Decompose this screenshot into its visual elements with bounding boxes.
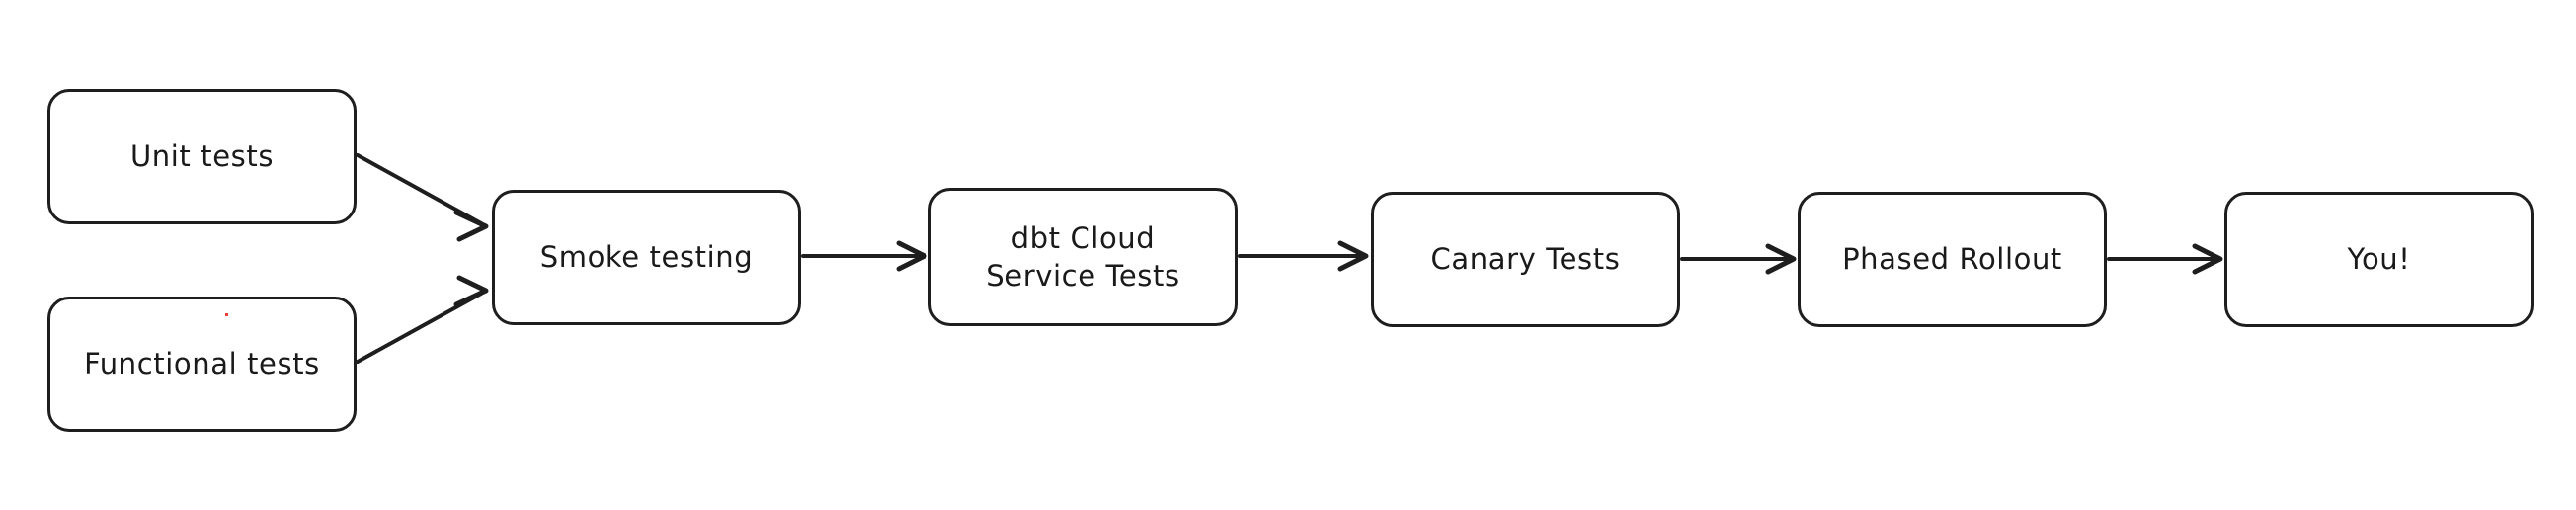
edge-smoke-testing-to-dbt-cloud-service-tests <box>801 240 927 272</box>
node-smoke-testing[interactable]: Smoke testing <box>492 190 801 325</box>
node-unit-tests[interactable]: Unit tests <box>47 89 357 224</box>
edge-canary-tests-to-phased-rollout <box>1680 243 1797 275</box>
node-functional-tests[interactable]: Functional tests <box>47 297 357 432</box>
node-functional-tests-label: Functional tests <box>84 347 320 382</box>
node-dbt-cloud-service-tests-label: dbt Cloud Service Tests <box>986 220 1180 293</box>
node-you-label: You! <box>2347 242 2411 277</box>
node-dbt-cloud-service-tests[interactable]: dbt Cloud Service Tests <box>928 188 1238 326</box>
edge-unit-tests-to-smoke-testing <box>356 153 489 242</box>
edge-phased-rollout-to-you <box>2107 243 2223 275</box>
node-you[interactable]: You! <box>2224 192 2534 327</box>
edge-functional-tests-to-smoke-testing <box>356 275 489 364</box>
render-speck <box>225 313 228 316</box>
node-unit-tests-label: Unit tests <box>129 139 275 174</box>
node-phased-rollout-label: Phased Rollout <box>1842 242 2062 277</box>
node-canary-tests[interactable]: Canary Tests <box>1371 192 1680 327</box>
node-canary-tests-label: Canary Tests <box>1430 242 1621 277</box>
edge-dbt-cloud-service-tests-to-canary-tests <box>1238 240 1369 272</box>
node-phased-rollout[interactable]: Phased Rollout <box>1798 192 2107 327</box>
node-smoke-testing-label: Smoke testing <box>539 240 754 275</box>
